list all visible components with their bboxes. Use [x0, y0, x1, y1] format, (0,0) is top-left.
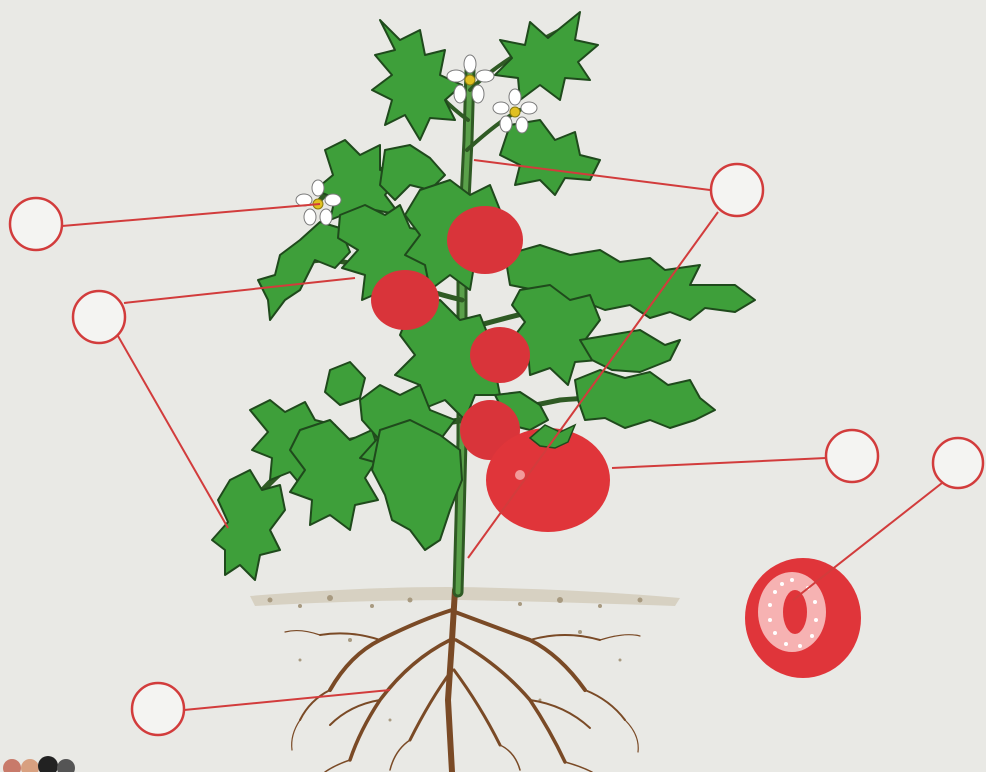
tomato-fruit	[447, 206, 523, 274]
corner-logo	[3, 756, 75, 772]
label-circle-root[interactable]	[132, 683, 184, 735]
label-circle-flower[interactable]	[10, 198, 62, 250]
tomato-fruit	[371, 270, 439, 330]
label-circle-fruit[interactable]	[826, 430, 878, 482]
tomato-fruit	[470, 327, 530, 383]
roots	[285, 590, 640, 772]
label-circle-leaf-stem[interactable]	[73, 291, 125, 343]
tomato-cross-section	[745, 558, 861, 678]
label-circle-seed[interactable]	[933, 438, 983, 488]
label-circle-stem-top[interactable]	[711, 164, 763, 216]
